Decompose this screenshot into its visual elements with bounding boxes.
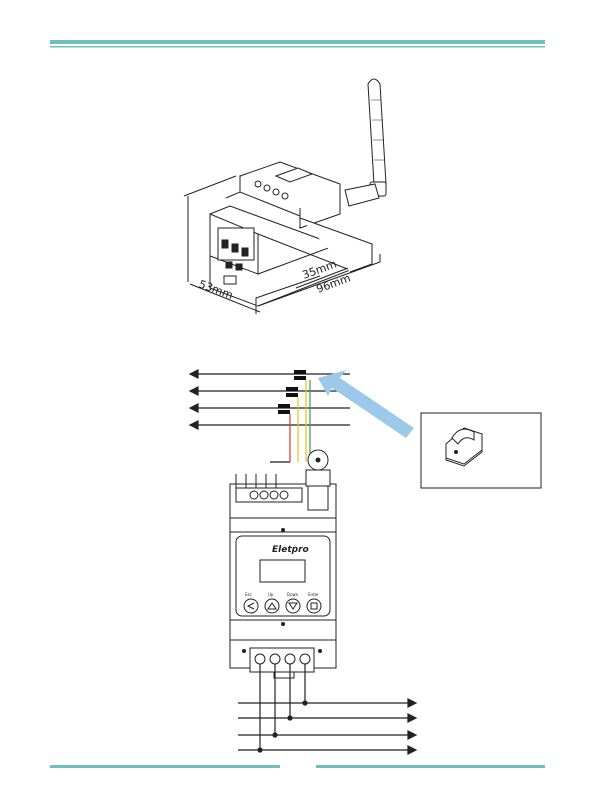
ct-sensor-inset <box>421 413 541 488</box>
supply-lines <box>238 664 416 754</box>
antenna <box>345 79 386 206</box>
ct-wires <box>270 380 310 462</box>
down-button-label: Down <box>287 592 299 597</box>
meter-front-view <box>230 450 336 678</box>
ct-callout-arrow <box>318 370 414 438</box>
meter-brand: Eletpro <box>272 545 309 555</box>
header-rule <box>50 40 545 48</box>
product-3d-view <box>184 79 386 314</box>
footer-rule <box>50 765 545 768</box>
enter-button-label: Enter <box>308 592 319 597</box>
esc-button-label: Esc <box>245 592 252 597</box>
up-button-label: Up <box>268 592 274 597</box>
